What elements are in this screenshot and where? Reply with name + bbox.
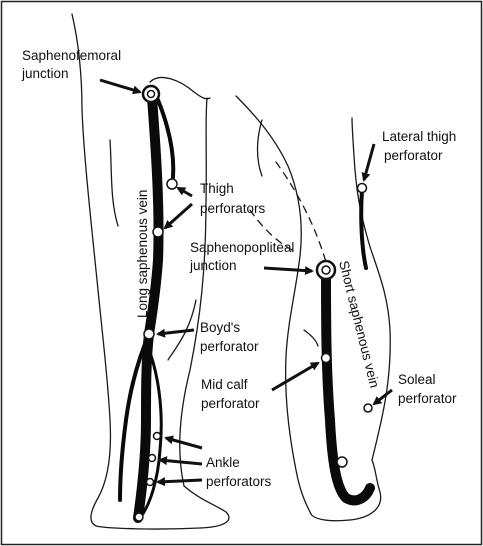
arrow-mid-calf bbox=[272, 363, 318, 390]
soleal-perforator bbox=[364, 404, 372, 412]
arrow-ankle-1 bbox=[166, 438, 202, 448]
arrow-soleal bbox=[374, 390, 392, 404]
thigh-perforator-lower bbox=[153, 227, 163, 237]
arrow-thigh-lower bbox=[165, 204, 192, 228]
thigh-perforators-label-2: perforators bbox=[200, 201, 266, 216]
arrow-saphenopopliteal bbox=[264, 268, 312, 271]
lateral-thigh-label-1: Lateral thigh bbox=[382, 129, 456, 144]
arrow-lateral-thigh bbox=[364, 144, 374, 180]
mid-calf-perforator bbox=[322, 354, 331, 363]
arrow-ankle-2 bbox=[160, 460, 202, 464]
ankle-perforators-label-2: perforators bbox=[206, 474, 272, 489]
boyds-label-1: Boyd's bbox=[200, 320, 240, 335]
saphenopopliteal-junction-marker bbox=[317, 261, 335, 279]
saphenofemoral-label-2: junction bbox=[21, 66, 69, 81]
boyds-perforator bbox=[144, 329, 154, 339]
soleal-label-1: Soleal bbox=[398, 372, 436, 387]
arrow-thigh-upper bbox=[178, 188, 192, 196]
ankle-perforator-2 bbox=[149, 455, 156, 462]
arrow-ankle-3 bbox=[158, 480, 202, 482]
ankle-perforators-label-1: Ankle bbox=[206, 455, 240, 470]
boyds-label-2: perforator bbox=[200, 339, 259, 354]
lower-short-saphenous-perforator bbox=[337, 457, 347, 467]
arrow-boyds bbox=[158, 330, 194, 334]
mid-calf-label-2: perforator bbox=[201, 396, 260, 411]
right-leg-outline bbox=[236, 96, 390, 521]
short-saphenous-label: Short saphenous vein bbox=[336, 259, 382, 389]
arrow-saphenofemoral bbox=[100, 80, 140, 92]
soleal-label-2: perforator bbox=[398, 391, 457, 406]
saphenopopliteal-label-1: Saphenopopliteal bbox=[190, 240, 294, 255]
saphenopopliteal-label-2: junction bbox=[189, 258, 237, 273]
saphenofemoral-label-1: Saphenofemoral bbox=[22, 48, 121, 63]
ankle-perforator-4 bbox=[135, 513, 143, 521]
ankle-perforator-1 bbox=[154, 433, 161, 440]
lateral-thigh-perforator bbox=[358, 184, 367, 193]
thigh-perforator-upper bbox=[167, 179, 177, 189]
lateral-thigh-label-2: perforator bbox=[384, 148, 443, 163]
saphenofemoral-junction-marker bbox=[143, 86, 159, 102]
thigh-perforators-label-1: Thigh bbox=[200, 181, 234, 196]
ankle-perforator-3 bbox=[147, 479, 154, 486]
long-saphenous-label: Long saphenous vein bbox=[135, 190, 150, 318]
mid-calf-label-1: Mid calf bbox=[201, 377, 248, 392]
